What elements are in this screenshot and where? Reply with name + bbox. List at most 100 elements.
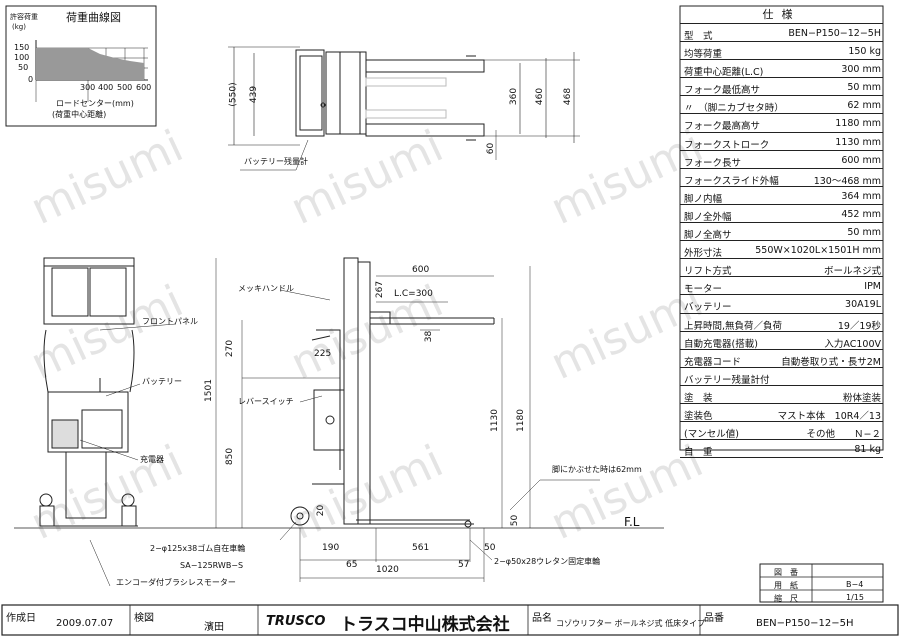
spec-label: (マンセル値) [684,429,739,441]
spec-label: 荷重中心距離(L.C) [684,67,764,79]
svg-text:misumi: misumi [283,436,450,550]
svg-text:misumi: misumi [23,276,190,390]
spec-label: 均等荷重 [684,49,723,61]
y-tick-50: 50 [18,63,29,72]
spec-value: 130〜468 mm [813,175,881,187]
spec-label: リフト方式 [684,266,732,278]
svg-text:misumi: misumi [23,121,190,235]
label-motor: エンコーダ付ブラシレスモーター [116,578,236,587]
spec-label: フォーク最低高サ [684,85,761,97]
x-tick-500: 500 [117,83,133,92]
sheet-info-frame [759,563,884,603]
spec-value: 452 mm [841,208,881,220]
spec-row: フォーク長サ 600 mm [680,151,883,169]
svg-text:misumi: misumi [283,121,450,235]
dim-550: (550) [228,82,239,107]
spec-label: フォーク長サ [684,157,742,169]
spec-value: IPM [864,281,881,293]
spec-value: 粉体塗装 [842,392,881,404]
spec-value: 600 mm [841,154,881,166]
spec-row: 塗装色マスト本体 10R4／13 [680,404,883,423]
check-label: 検図 [134,613,154,624]
spec-value: 81 kg [854,444,881,456]
spec-label: フォーク最高高サ [684,121,761,133]
dim-267: 267 [375,280,386,299]
spec-value: 自動巻取り式・長サ2M [781,356,881,368]
spec-label: 上昇時間,無負荷／負荷 [684,320,783,332]
spec-value: ボールネジ式 [823,266,881,278]
spec-label: 〃 （脚ニカブセタ時） [684,103,784,115]
dim-190: 190 [322,543,340,553]
dim-561: 561 [412,543,430,553]
spec-label: 型 式 [684,31,713,42]
spec-value: その他 Ｎ−２ [806,429,881,441]
dim-50-horizontal: 50 [484,543,496,553]
load-chart-plot [35,40,148,102]
y-tick-150: 150 [14,43,30,52]
label-lever-switch: レバースイッチ [238,397,294,406]
label-floor-line: F.L [624,515,640,529]
dim-20: 20 [316,504,327,517]
dim-1130: 1130 [489,409,500,432]
brand-logo: TRUSCO [266,614,326,629]
spec-row: 充電器コード自動巻取り式・長サ2M [680,350,883,368]
load-chart-ylabel: 許容荷重 [10,13,38,21]
dim-270: 270 [225,339,236,358]
company-name: トラスコ中山株式会社 [340,615,510,635]
label-rubber-caster: 2−φ125x38ゴム自在車輪 [150,544,246,553]
spec-label: フォークスライド外幅 [684,175,779,187]
dim-360: 360 [509,87,520,106]
x-tick-300: 300 [80,83,96,92]
created-label: 作成日 [6,613,36,624]
spec-row: フォークスライド外幅 130〜468 mm [680,169,883,187]
spec-value: BEN−P150−12−5H [788,28,881,39]
part-value: BEN−P150−12−5H [756,618,854,629]
y-tick-0: 0 [28,75,34,84]
spec-header: 仕様 [680,6,883,24]
spec-value: 62 mm [847,100,881,112]
spec-row: 型 式 BEN−P150−12−5H [680,24,883,43]
dim-38: 38 [424,330,435,343]
spec-label: 外形寸法 [684,248,723,260]
dim-439: 439 [249,85,260,104]
label-handle: メッキハンドル [238,284,294,293]
dim-468: 468 [563,87,574,106]
label-battery-gauge: バッテリー残量計 [244,157,308,166]
spec-frame [679,5,884,451]
spec-label: 自 重 [684,447,713,459]
spec-value: 300 mm [841,64,881,76]
load-chart-xsublabel: (荷重中心距離) [52,110,107,119]
spec-value: 入力AC100V [824,338,881,350]
spec-label: フォークストローク [684,139,770,151]
label-fork-note: 脚にかぶせた時は62mm [552,465,642,474]
spec-row: バッテリー残量計付 [680,368,883,386]
label-urethane-wheel: 2−φ50x28ウレタン固定車輪 [494,557,601,566]
dim-fork-length: 600 [412,265,430,275]
checker-name: 濱田 [204,622,224,633]
spec-value: 50 mm [847,227,881,239]
load-chart-xlabel: ロードセンター(mm) [56,99,134,108]
spec-value: マスト本体 10R4／13 [777,410,881,422]
spec-row: 自 重 81 kg [680,440,883,459]
load-chart-title: 荷重曲線図 [66,11,121,24]
label-battery: バッテリー [142,377,182,386]
paper-value: B−4 [846,580,864,589]
front-view [39,257,177,527]
created-value: 2009.07.07 [56,618,114,629]
load-curve-area [36,48,144,80]
spec-label: 塗 装 [684,392,713,404]
spec-row: 〃 （脚ニカブセタ時） 62 mm [680,96,883,115]
spec-label: 脚ノ内幅 [684,193,723,205]
scale-value: 1/15 [846,593,864,602]
load-chart-ylabel-unit: (kg) [12,23,26,31]
label-charger: 充電器 [140,455,164,464]
dim-60: 60 [486,142,497,155]
